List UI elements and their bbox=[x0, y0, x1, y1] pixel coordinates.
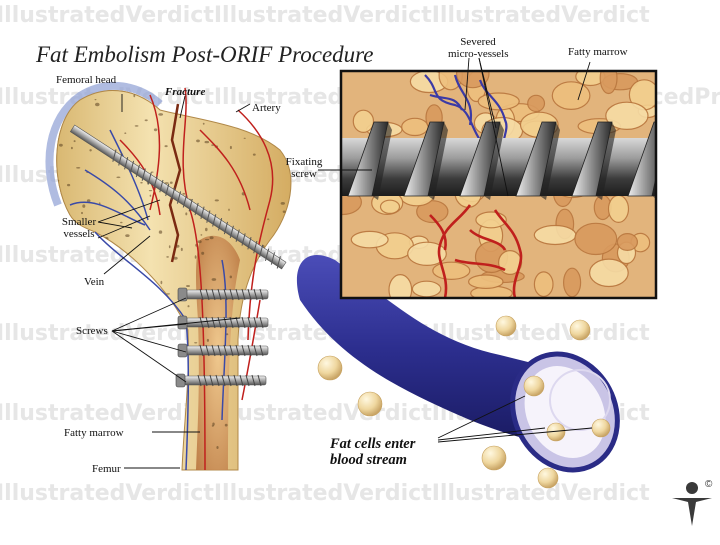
label-fracture: Fracture bbox=[165, 86, 206, 98]
label-screws: Screws bbox=[76, 325, 108, 337]
page-title: Fat Embolism Post-ORIF Procedure bbox=[36, 42, 374, 67]
label-vein: Vein bbox=[84, 276, 105, 288]
label-smaller-line2: vessels bbox=[63, 228, 95, 240]
fat-cell bbox=[481, 445, 507, 471]
label-fat-line2: blood stream bbox=[330, 452, 407, 468]
label-femur: Femur bbox=[92, 463, 121, 475]
watermark-row: IllustratedVerdictIllustratedVerdictIllu… bbox=[0, 3, 650, 28]
inset-magnified-view bbox=[339, 69, 658, 300]
fat-cell bbox=[317, 355, 343, 381]
label-smaller-vessels: Smaller vessels bbox=[56, 216, 102, 240]
leader-lines bbox=[97, 57, 593, 469]
label-fat-line1: Fat cells enter bbox=[330, 436, 416, 452]
brand-logo-icon bbox=[672, 482, 712, 526]
fat-cell bbox=[569, 319, 591, 341]
fat-cell bbox=[591, 418, 611, 438]
fat-cell bbox=[523, 375, 545, 397]
fat-cell bbox=[357, 391, 383, 417]
label-severed-line1: Severed bbox=[460, 36, 496, 48]
label-smaller-line1: Smaller bbox=[61, 216, 97, 228]
label-fixating-line1: Fixating bbox=[285, 156, 323, 168]
label-severed-micro-vessels: Severed micro-vessels bbox=[448, 36, 508, 60]
label-artery: Artery bbox=[252, 102, 281, 114]
copyright-mark: © bbox=[705, 479, 713, 490]
label-fixating-screw: Fixating screw bbox=[282, 156, 326, 180]
fat-cells bbox=[317, 315, 611, 489]
label-fixating-line2: screw bbox=[291, 168, 317, 180]
fat-cell bbox=[537, 467, 559, 489]
label-fat-cells-enter-blood-stream: Fat cells enter blood stream bbox=[330, 436, 415, 468]
label-fatty-marrow-femur: Fatty marrow bbox=[64, 427, 124, 439]
label-fatty-marrow-inset: Fatty marrow bbox=[568, 46, 628, 58]
femur-bone bbox=[45, 81, 292, 471]
label-femoral-head: Femoral head bbox=[56, 74, 117, 86]
label-severed-line2: micro-vessels bbox=[448, 48, 509, 60]
fat-cell bbox=[495, 315, 517, 337]
